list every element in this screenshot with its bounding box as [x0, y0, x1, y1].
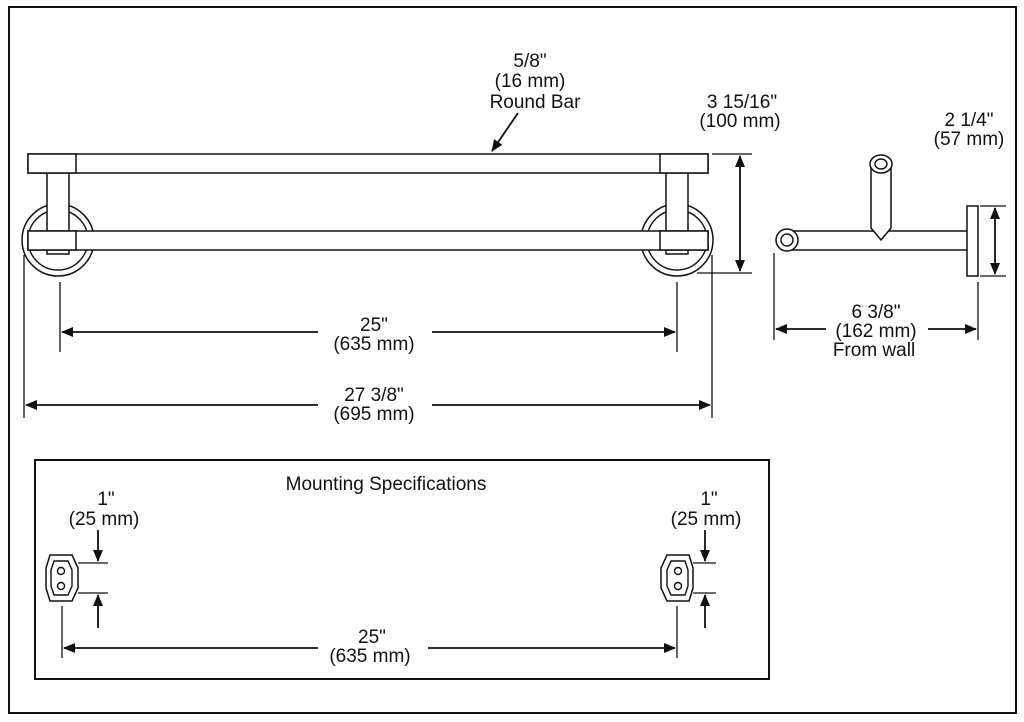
outer-frame	[8, 6, 1017, 714]
right-offset-dimension: 1"	[700, 489, 717, 510]
projection-dimension-mm: (162 mm)	[835, 321, 916, 342]
side-bar-end	[775, 228, 799, 252]
mounting-spacing-dimension: 25"	[358, 627, 386, 648]
upper-bar	[27, 153, 709, 174]
projection-dimension: 6 3/8"	[851, 302, 900, 323]
side-flange	[966, 205, 979, 277]
front-view	[21, 153, 714, 277]
lower-bar	[27, 230, 709, 251]
height-dimension: 3 15/16"	[707, 92, 777, 113]
mounting-title: Mounting Specifications	[286, 474, 487, 495]
centers-dimension: 25"	[360, 315, 388, 336]
flange-dimension: 2 1/4"	[944, 110, 993, 131]
left-mounting-bracket	[45, 554, 108, 602]
centers-dimension-mm: (635 mm)	[333, 334, 414, 355]
right-mounting-bracket	[660, 554, 716, 602]
right-offset-dimension-mm: (25 mm)	[671, 509, 742, 530]
height-dimension-mm: (100 mm)	[699, 111, 780, 132]
round-bar-size: 5/8"	[513, 51, 546, 72]
round-bar-label: Round Bar	[490, 92, 582, 113]
overall-dimension-mm: (695 mm)	[333, 404, 414, 425]
mounting-panel	[34, 459, 770, 680]
overall-dimension: 27 3/8"	[344, 385, 404, 406]
side-upper-bar-end	[869, 154, 893, 174]
side-view	[775, 154, 979, 277]
mounting-spacing-dimension-mm: (635 mm)	[329, 646, 410, 667]
projection-note: From wall	[833, 340, 915, 361]
round-bar-size-mm: (16 mm)	[495, 71, 566, 92]
flange-dimension-mm: (57 mm)	[934, 129, 1005, 150]
left-offset-dimension-mm: (25 mm)	[69, 509, 140, 530]
left-offset-dimension: 1"	[97, 489, 114, 510]
